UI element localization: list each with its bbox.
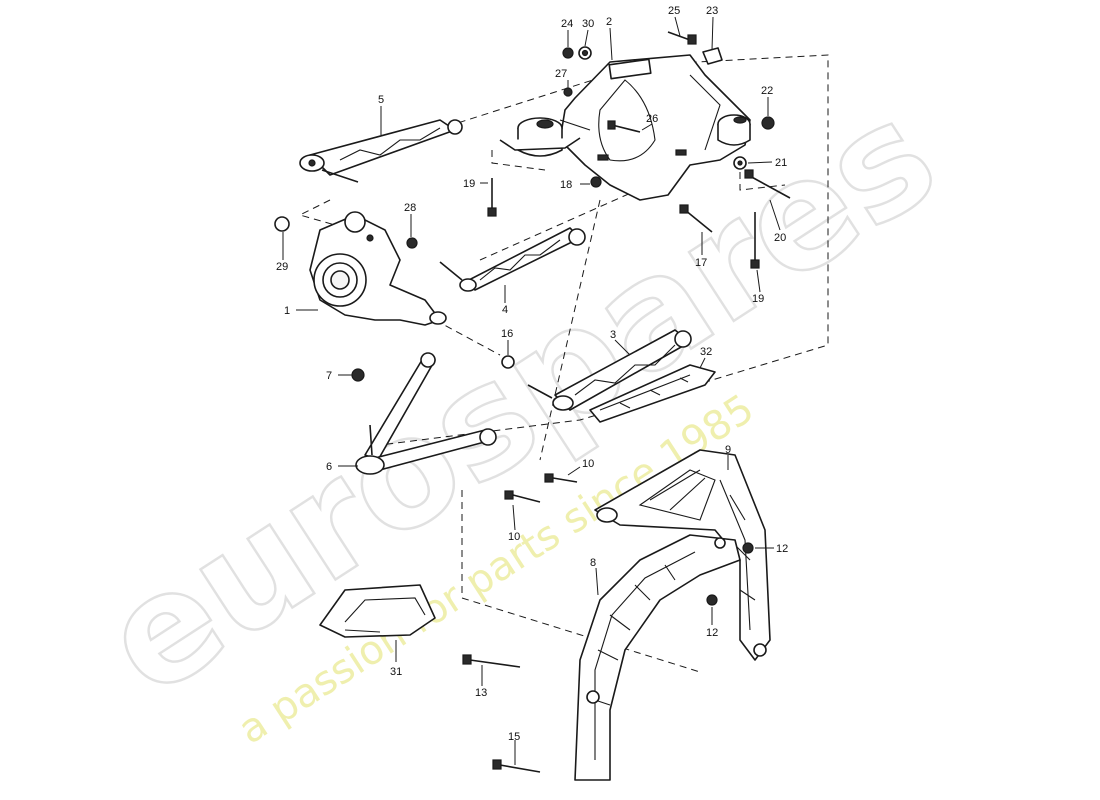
callout-4: 4 [502,304,508,316]
callout-22: 22 [761,85,773,97]
upper-control-arm [299,119,463,183]
callout-15: 15 [508,731,520,743]
callout-16: 16 [501,328,513,340]
callout-19a: 19 [463,178,475,190]
callout-30: 30 [582,18,594,30]
callout-12a: 12 [776,543,788,555]
callout-32: 32 [700,346,712,358]
callout-31: 31 [390,666,402,678]
callout-1: 1 [284,305,290,317]
leader-lines [282,16,781,765]
wheel-carrier [309,211,447,326]
callout-28: 28 [404,202,416,214]
watermark: eurospares a passion for parts since 198… [74,66,967,753]
callout-23: 23 [706,5,718,17]
lower-control-arm [527,329,692,411]
trailing-arm [355,352,497,475]
toe-link-arm [439,227,586,292]
callout-17: 17 [695,257,707,269]
callout-10a: 10 [582,458,594,470]
arch-brace [574,534,741,781]
engine-mount-left [499,117,581,157]
splash-guard [319,584,436,638]
callout-27: 27 [555,68,567,80]
callout-25: 25 [668,5,680,17]
callout-21: 21 [775,157,787,169]
callout-7: 7 [326,370,332,382]
callout-20: 20 [774,232,786,244]
callout-19b: 19 [752,293,764,305]
callout-9: 9 [725,444,731,456]
support-bracket [594,449,771,661]
engine-mount-right [717,114,751,146]
assembly-outlines [298,54,829,673]
callout-3: 3 [610,329,616,341]
fasteners [274,31,791,773]
callout-6: 6 [326,461,332,473]
callout-26: 26 [646,113,658,125]
callout-24: 24 [561,18,573,30]
callout-29: 29 [276,261,288,273]
callout-5: 5 [378,94,384,106]
callout-10b: 10 [508,531,520,543]
callout-labels: 1 2 3 4 5 6 7 8 9 10 10 12 12 13 15 16 1… [276,5,788,743]
callout-8: 8 [590,557,596,569]
callout-13: 13 [475,687,487,699]
rear-crossmember [559,54,751,201]
callout-18: 18 [560,179,572,191]
protective-cover [589,364,716,423]
callout-2: 2 [606,16,612,28]
callout-12b: 12 [706,627,718,639]
